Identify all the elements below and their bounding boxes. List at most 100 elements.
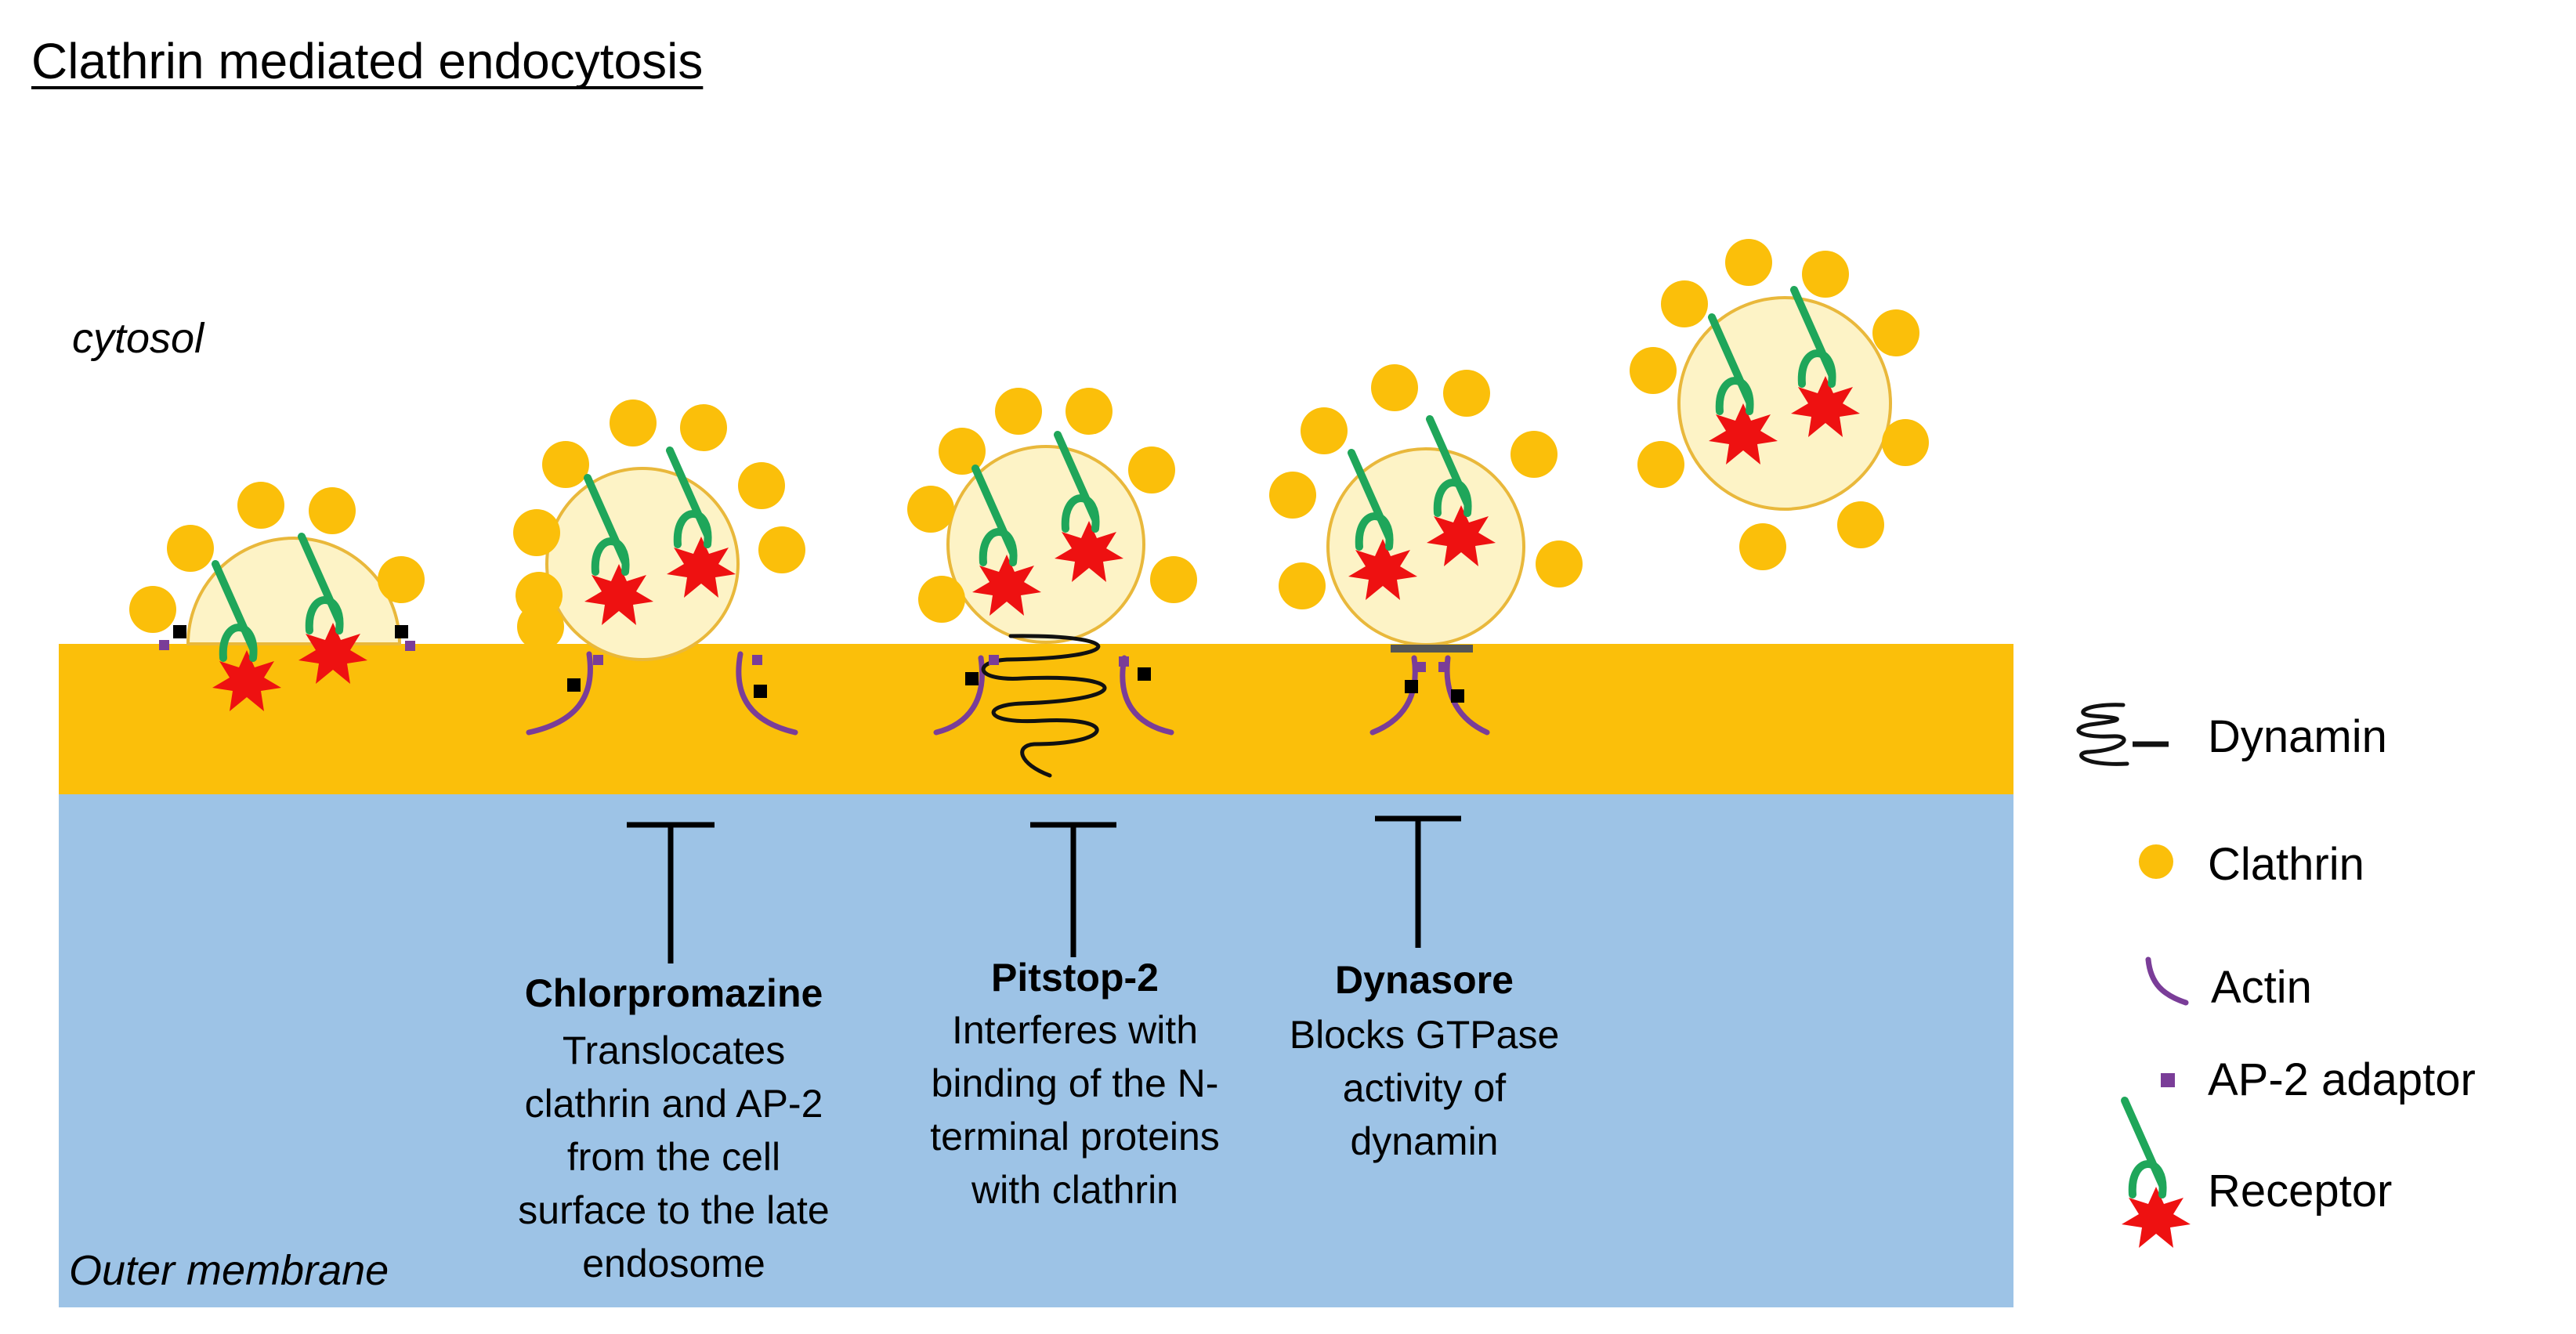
marker-square [1405,680,1418,693]
clathrin [1802,251,1849,298]
legend-item-actin: Actin [2145,956,2312,1013]
clathrin [1443,370,1490,417]
clathrin [1725,239,1772,286]
inhibitor-description-line: binding of the N- [932,1061,1219,1105]
clathrin [237,482,284,529]
inhibitor-bar-chlorpromazine [627,822,715,963]
clathrin [1630,347,1677,394]
marker-square [395,625,408,638]
inhibitor-name: Chlorpromazine [525,971,823,1015]
clathrin [1837,501,1884,548]
ap2-adaptor-icon [2161,1073,2175,1087]
inhibitor-description-line: clathrin and AP-2 [525,1082,823,1126]
legend-label: Clathrin [2208,839,2364,890]
clathrin [309,487,356,534]
endocytosis-stage-2 [513,399,805,736]
clathrin [1150,556,1197,603]
inhibitor-pitstop-2: Pitstop-2 Interferes with binding of the… [930,956,1220,1212]
outer-membrane-region [59,794,2013,1307]
inhibitor-name: Pitstop-2 [991,956,1159,1000]
marker-square [173,625,186,638]
legend-item-clathrin: Clathrin [2139,839,2364,890]
marker-square [567,678,581,692]
clathrin [167,525,214,572]
marker-square [754,685,767,698]
legend-label: Receptor [2208,1166,2392,1217]
inhibitor-description-line: with clathrin [971,1168,1178,1212]
legend: Dynamin Clathrin Actin AP-2 adaptor Rece… [2076,703,2476,1248]
endocytosis-stage-1 [129,482,425,711]
clathrin [1269,472,1316,519]
inhibitor-chlorpromazine: Chlorpromazine Translocates clathrin and… [518,971,829,1285]
ap2-adaptor [159,640,169,650]
marker-square [965,672,979,685]
clathrin [542,441,589,488]
dynamin-icon [2076,703,2169,766]
clathrin [1128,446,1175,493]
inhibitor-description-line: surface to the late [518,1188,829,1232]
clathrin [513,509,560,556]
clathrin [680,404,727,451]
clathrin [378,556,425,603]
legend-label: AP-2 adaptor [2208,1054,2476,1105]
clathrin [610,399,657,446]
inhibitor-description-line: endosome [582,1242,765,1285]
clathrin [517,603,564,650]
clathrin [1371,364,1418,411]
clathrin [1301,407,1348,454]
legend-item-receptor: Receptor [2122,1101,2392,1248]
legend-item-dynamin: Dynamin [2076,703,2387,766]
actin [1369,655,1418,736]
legend-label: Actin [2211,962,2312,1013]
clathrin [738,462,785,509]
ap2-adaptor [1438,662,1449,672]
inhibitor-description-line: Blocks GTPase [1290,1013,1560,1057]
ap2-adaptor [593,655,603,665]
clathrin [918,576,965,623]
receptor-icon [2122,1101,2191,1248]
inhibitor-description-line: Interferes with [952,1008,1198,1052]
endocytosis-stage-4 [1269,364,1583,736]
clathrin [1279,562,1326,609]
cytosol-label: cytosol [72,315,205,362]
endocytosis-stage-3 [907,388,1197,778]
inhibitor-description-line: dynamin [1351,1119,1499,1163]
actin [1120,655,1174,736]
actin [736,651,798,736]
clathrin [1872,309,1919,356]
clathrin [939,428,986,475]
vesicle [1677,296,1892,511]
inhibitor-description-line: activity of [1343,1066,1507,1110]
marker-square [1451,689,1464,703]
vesicle [186,537,402,645]
clathrin [129,586,176,633]
ap2-adaptor [1119,656,1129,667]
clathrin [995,388,1042,435]
inhibitor-bar-pitstop-2 [1030,822,1116,957]
clathrin [1536,540,1583,587]
ap2-adaptor [989,655,999,665]
clathrin [1661,280,1708,327]
inhibitor-description-line: Translocates [563,1029,785,1072]
ap2-adaptor [1416,662,1426,672]
legend-item-ap2-adaptor: AP-2 adaptor [2161,1054,2476,1105]
clathrin [1065,388,1113,435]
clathrin [1739,523,1786,570]
clathrin [1511,431,1558,478]
clathrin-icon [2139,844,2173,879]
clathrin [1637,441,1684,488]
endocytosis-stage-5 [1630,239,1929,570]
marker-square [1138,667,1151,681]
legend-label: Dynamin [2208,711,2387,762]
diagram-title: Clathrin mediated endocytosis [31,33,703,89]
clathrin [907,486,954,533]
inhibitor-bar-dynasore [1375,815,1461,948]
inhibitor-name: Dynasore [1335,958,1514,1002]
actin [526,651,593,736]
dynamin-coil [981,634,1107,778]
ap2-adaptor [405,641,415,651]
ap2-adaptor [752,655,762,665]
outer-membrane-label: Outer membrane [69,1247,389,1294]
clathrin [1882,419,1929,466]
